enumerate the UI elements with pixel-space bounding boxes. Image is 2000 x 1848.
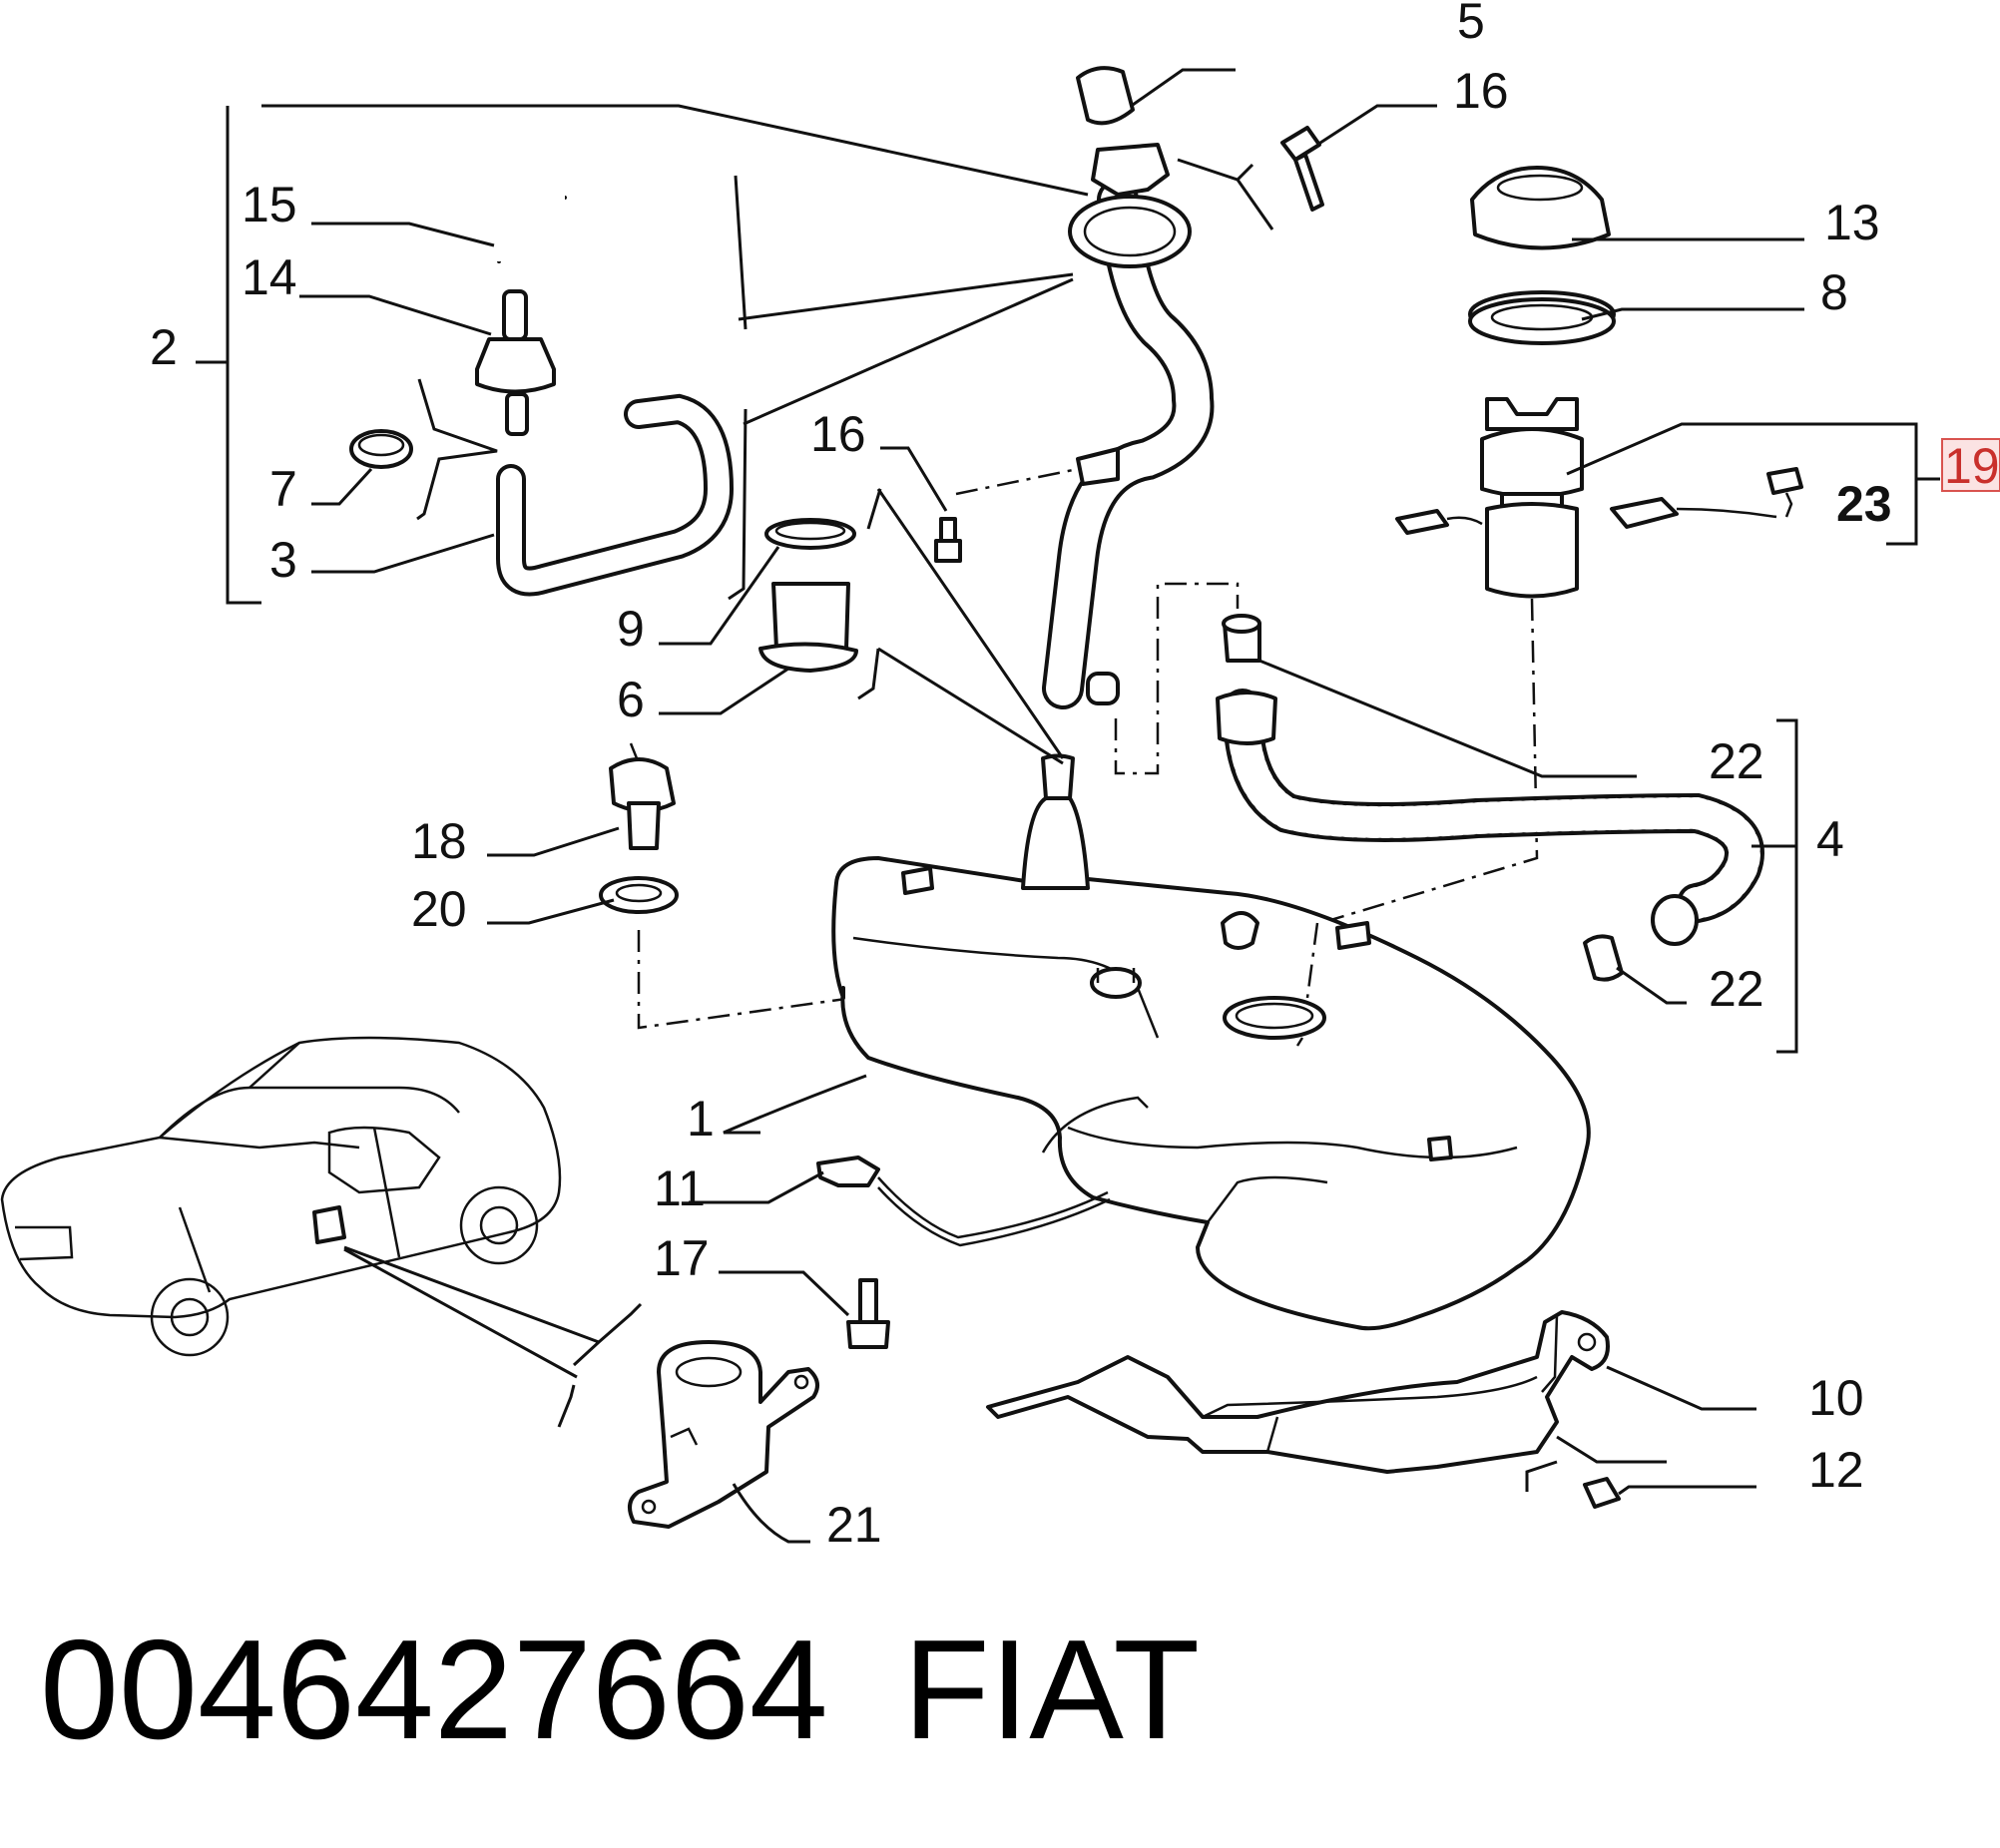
- brand-name: FIAT: [903, 1611, 1200, 1769]
- part-14-valve: [299, 289, 556, 436]
- part-6-grommet: [659, 582, 858, 715]
- car-location-illustration: [0, 1036, 600, 1379]
- part-11-strap: [689, 1155, 1111, 1247]
- leader-dashes: [1114, 582, 1319, 999]
- part-12-clip: [1583, 1477, 1756, 1509]
- callout-4: 4: [1816, 811, 1844, 867]
- part-16-bolt-top: [1280, 104, 1437, 212]
- callout-22-bottom: 22: [1709, 961, 1764, 1017]
- part-22-connector-top: [1222, 614, 1637, 778]
- part-10-shield: [986, 1310, 1756, 1492]
- callout-11: 11: [654, 1160, 706, 1216]
- part-23-level-sender: [1610, 467, 1803, 529]
- callout-19-highlight: [1941, 438, 2000, 492]
- callout-7: 7: [269, 461, 297, 517]
- callout-1: 1: [687, 1091, 715, 1147]
- callout-16-top: 16: [1453, 63, 1509, 119]
- part-21-bracket: [557, 1302, 819, 1544]
- part-22-connector-bottom: [1583, 934, 1687, 1005]
- callout-6: 6: [617, 672, 645, 727]
- part-3-u-hose: [311, 393, 735, 597]
- group-bracket-2: [196, 104, 1089, 605]
- part-15-elbow-hose: [311, 189, 567, 263]
- part-number: 0046427664: [40, 1611, 828, 1769]
- callout-17: 17: [654, 1230, 710, 1286]
- part-9-clamp: [659, 518, 856, 646]
- part-4-hose-assembly: [1216, 689, 1798, 1054]
- part-18-valve: [487, 742, 676, 857]
- callout-12: 12: [1808, 1442, 1864, 1498]
- callout-18: 18: [411, 813, 467, 869]
- callout-22-top: 22: [1709, 733, 1764, 789]
- part-7-clamp: [311, 378, 498, 521]
- caption: 0046427664 FIAT: [40, 1611, 1200, 1769]
- part-8-seal-ring: [1468, 290, 1804, 345]
- callout-5: 5: [1457, 0, 1485, 49]
- callout-14: 14: [242, 249, 297, 305]
- callout-2: 2: [150, 319, 178, 375]
- part-filler-neck: [1042, 66, 1274, 709]
- part-13-locking-ring: [1470, 166, 1804, 250]
- callout-15: 15: [242, 177, 297, 232]
- callout-8: 8: [1820, 264, 1848, 320]
- part-16-bolt-mid: [880, 446, 1079, 563]
- callout-labels: 1 2 3 4 5 6 7 8 9 10 11 12 13 14 15 16 1…: [150, 0, 2000, 1553]
- callout-20: 20: [411, 881, 467, 937]
- part-17-bolt: [719, 1270, 890, 1349]
- part-1-fuel-tank: [723, 488, 1591, 1331]
- callout-16-mid: 16: [810, 406, 866, 462]
- part-19-fuel-pump: [1286, 397, 1940, 935]
- callout-13: 13: [1824, 195, 1880, 250]
- callout-21: 21: [826, 1497, 882, 1553]
- callout-10: 10: [1808, 1370, 1864, 1426]
- callout-9: 9: [617, 601, 645, 657]
- callout-3: 3: [269, 532, 297, 588]
- callout-23: 23: [1836, 476, 1892, 532]
- callout-19: 19: [1944, 438, 2000, 494]
